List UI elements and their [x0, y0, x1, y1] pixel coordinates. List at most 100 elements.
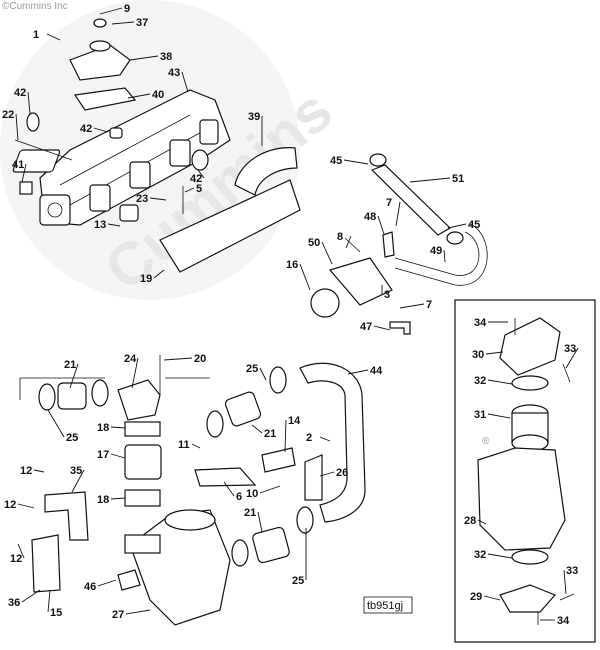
callout-c32b: 32: [474, 549, 486, 561]
hose-21-left: [38, 379, 109, 411]
leader-line-c32b: [487, 553, 513, 559]
callout-c7b: 7: [426, 299, 432, 311]
housing-28: [477, 447, 566, 551]
gasket-18b: [124, 489, 161, 507]
leader-line-c46: [97, 579, 117, 587]
leader-line-c12c: [17, 543, 25, 559]
callout-c19: 19: [140, 273, 152, 285]
elbow-39: [234, 147, 298, 196]
bracket-6: [194, 467, 257, 487]
callout-c9: 9: [124, 3, 130, 15]
sensor-17: [124, 444, 162, 480]
bolt-22: [14, 139, 73, 161]
housing-30: [499, 317, 561, 376]
callout-c2: 2: [306, 432, 312, 444]
leader-line-c38: [129, 55, 159, 61]
tube-49: [394, 231, 480, 276]
callout-c15: 15: [50, 607, 62, 619]
leader-line-c18a: [110, 426, 126, 429]
leader-line-c42b: [93, 127, 109, 133]
leader-line-c7b: [399, 303, 425, 309]
callout-c21a: 21: [64, 359, 76, 371]
callout-c40: 40: [152, 89, 164, 101]
callout-c28: 28: [464, 515, 476, 527]
bracket-26: [304, 454, 323, 501]
callout-c51: 51: [452, 173, 464, 185]
fitting-41: [19, 181, 33, 195]
reference-code: tb951gj: [367, 600, 403, 612]
leader-line-c18b: [110, 497, 126, 500]
callout-c16: 16: [286, 259, 298, 271]
gasket-40: [73, 87, 137, 111]
callout-c11: 11: [178, 439, 190, 451]
leader-line-c44: [347, 369, 369, 375]
callout-c25a: 25: [246, 363, 258, 375]
callout-c41: 41: [12, 159, 24, 171]
callout-c42a: 42: [14, 87, 26, 99]
callout-c8: 8: [337, 231, 343, 243]
reference-code-box: [363, 596, 413, 614]
leader-line-c21a: [69, 363, 79, 389]
leader-line-c2: [319, 436, 331, 442]
inset-frame: [454, 299, 596, 643]
leader-line-c11: [191, 443, 201, 449]
callout-c12a: 12: [20, 465, 32, 477]
callout-c24: 24: [124, 353, 137, 365]
callout-c20: 20: [194, 353, 206, 365]
seal-32b: [511, 549, 549, 565]
callout-c34a: 34: [474, 317, 487, 329]
plug-42c: [191, 149, 209, 171]
bracket-15: [31, 534, 61, 593]
callout-c37: 37: [136, 17, 148, 29]
callout-c1: 1: [33, 29, 39, 41]
callout-c7a: 7: [386, 197, 392, 209]
element-31: [511, 404, 549, 452]
callout-c21b: 21: [264, 428, 276, 440]
pipe-44: [299, 362, 366, 523]
clamp-45b: [446, 231, 464, 245]
callout-c14: 14: [288, 415, 301, 427]
callout-c35: 35: [70, 465, 82, 477]
hose-21-mid: [206, 366, 287, 438]
leader-line-c47: [373, 325, 391, 331]
leader-line-c25a: [259, 367, 267, 381]
callout-c32a: 32: [474, 375, 486, 387]
callout-c10: 10: [246, 488, 258, 500]
leader-line-c23: [149, 197, 167, 201]
leader-line-c16: [299, 263, 311, 291]
callout-c30: 30: [472, 349, 484, 361]
leader-line-c42c: [197, 169, 205, 179]
leader-line-c8: [345, 235, 352, 249]
callout-c25c: 25: [292, 575, 304, 587]
callout-c45b: 45: [468, 219, 480, 231]
callout-c27: 27: [112, 609, 124, 621]
callout-c33a: 33: [564, 343, 576, 355]
callout-c36: 36: [8, 597, 20, 609]
cover-50: [328, 257, 393, 306]
callout-c38: 38: [160, 51, 172, 63]
leader-line-c25b: [47, 409, 65, 438]
elbow-24: [117, 379, 161, 421]
callout-c48: 48: [364, 211, 376, 223]
screw-33a: [562, 363, 571, 383]
clamp-14: [261, 447, 296, 473]
leader-line-c27: [125, 609, 151, 615]
callout-c34b: 34: [557, 615, 570, 627]
leader-line-c45b: [447, 223, 467, 229]
leader-line-c24: [131, 357, 139, 389]
leader-line-c41: [21, 163, 27, 183]
leader-line-c35: [71, 469, 85, 493]
screw-8: [344, 237, 361, 253]
leader-line-c9: [99, 7, 123, 15]
gasket-13: [119, 204, 139, 222]
leader-line-c10: [259, 485, 281, 494]
leader-frame: [19, 377, 210, 400]
callout-c12c: 12: [10, 553, 22, 565]
leader-line-c6: [223, 481, 235, 497]
gasket-18a: [124, 421, 161, 437]
clip-46: [117, 569, 141, 591]
leader-line-c28: [477, 519, 487, 525]
callout-c12b: 12: [4, 499, 16, 511]
